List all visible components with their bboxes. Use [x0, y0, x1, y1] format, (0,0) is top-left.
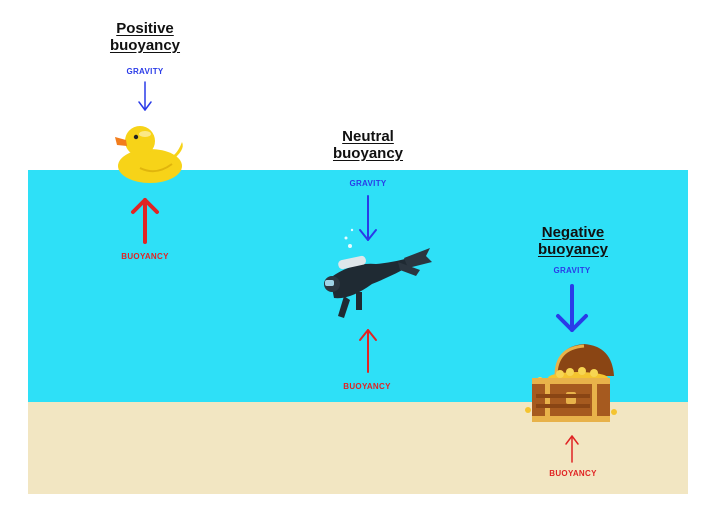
negative-gravity-arrow — [556, 284, 588, 332]
positive-buoyancy-title: Positive buoyancy — [100, 20, 190, 54]
scuba-diver-icon — [324, 228, 432, 318]
negative-title-line1: Negative — [541, 224, 605, 241]
treasure-chest-icon — [525, 344, 617, 422]
positive-buoyancy-label: BUOYANCY — [121, 252, 169, 261]
negative-buoyancy-title: Negative buoyancy — [528, 224, 618, 258]
neutral-title-line1: Neutral — [342, 128, 394, 145]
positive-title-line2: buoyancy — [109, 37, 181, 54]
neutral-gravity-label: GRAVITY — [349, 179, 387, 188]
negative-buoyancy-arrow — [565, 435, 579, 463]
positive-title-line1: Positive — [116, 20, 174, 37]
positive-gravity-label: GRAVITY — [126, 67, 164, 76]
neutral-title-line2: buoyancy — [332, 145, 404, 162]
negative-buoyancy-label: BUOYANCY — [549, 469, 597, 478]
positive-buoyancy-arrow — [131, 198, 159, 244]
positive-gravity-arrow — [138, 81, 152, 111]
neutral-buoyancy-title: Neutral buoyancy — [323, 128, 413, 162]
negative-gravity-label: GRAVITY — [553, 266, 591, 275]
neutral-buoyancy-label: BUOYANCY — [343, 382, 391, 391]
negative-title-line2: buoyancy — [537, 241, 609, 258]
neutral-buoyancy-arrow — [359, 329, 377, 373]
neutral-gravity-arrow — [359, 195, 377, 241]
rubber-duck-icon — [115, 126, 183, 183]
